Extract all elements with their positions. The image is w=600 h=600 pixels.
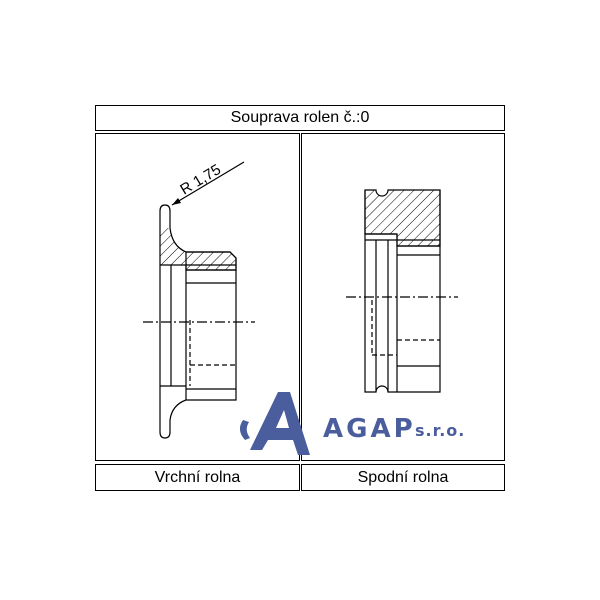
lower-roller-label-cell: Spodní rolna: [301, 464, 505, 491]
lower-roller-drawing: [346, 189, 458, 393]
upper-roller-label: Vrchní rolna: [154, 468, 241, 486]
lower-roller-label: Spodní rolna: [357, 468, 449, 486]
title-cell: Souprava rolen č.:0: [95, 105, 505, 131]
agap-logo-mark: [239, 392, 310, 455]
upper-roller-drawing: [143, 161, 255, 439]
logo-company-name: AGAP: [323, 414, 416, 444]
upper-roller-panel: [95, 133, 300, 461]
upper-roller-outline: [159, 204, 237, 439]
lower-roller-section-hatch: [364, 189, 441, 247]
drawing-title: Souprava rolen č.:0: [230, 109, 370, 126]
radius-dimension-label: R 1,75: [177, 161, 224, 198]
radius-leader-line: [171, 161, 245, 206]
logo-company-suffix: s.r.o.: [415, 421, 466, 440]
upper-roller-label-cell: Vrchní rolna: [95, 464, 300, 491]
upper-roller-section-hatch: [185, 251, 237, 271]
